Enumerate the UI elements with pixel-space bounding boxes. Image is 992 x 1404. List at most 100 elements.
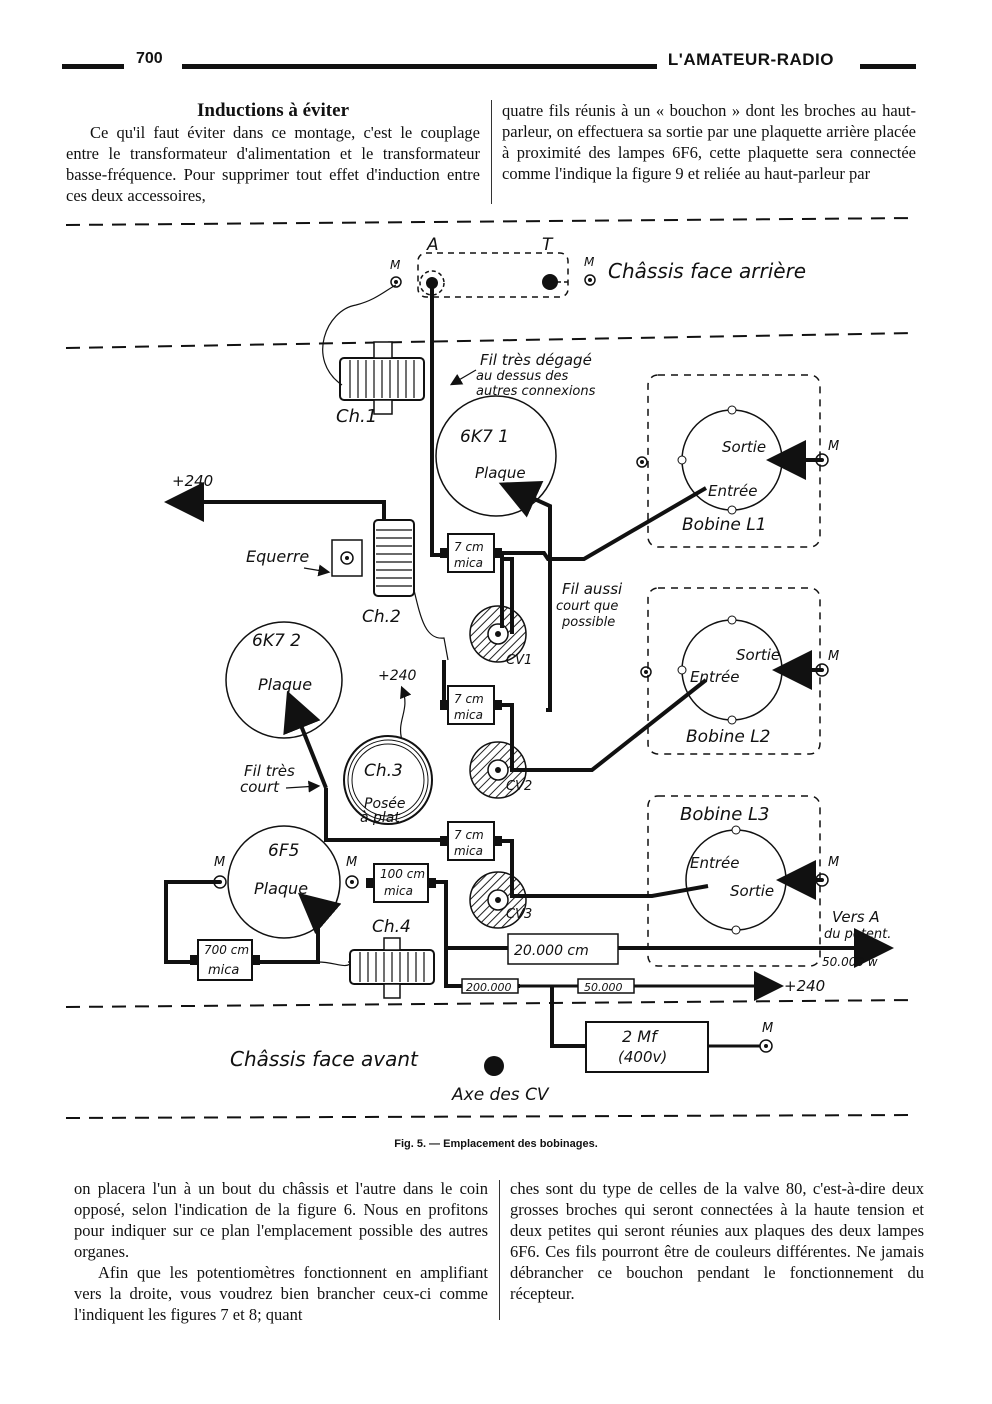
header-rule-left [62,64,124,69]
coil-l3 [647,795,829,967]
label-m-100cm: M [346,855,357,870]
label-r50000w: 50.000 w [822,955,878,969]
label-ch1: Ch.1 [336,406,377,427]
label-chassis-rear: Châssis face arrière [608,259,806,283]
label-mica100-bottom: mica [384,884,413,898]
label-l3-entree: Entrée [690,854,740,872]
label-tube-6f5: 6F5 [268,841,299,861]
label-m-l1: M [828,439,839,454]
label-ch3: Ch.3 [364,761,403,781]
note-fil-degage-3: autres connexions [476,384,596,399]
label-bobine-l1: Bobine L1 [682,515,767,535]
top-right-paragraph: quatre fils réunis à un « bouchon » dont… [502,101,916,183]
choke-ch4 [349,937,435,999]
figure-5: A T M M Châssis face arrière Ch.1 Fil tr… [56,210,936,1140]
bracket-equerre [331,539,363,577]
label-plaque-3: Plaque [254,879,308,898]
label-2mf-1: 2 Mf [622,1027,659,1046]
equerre-arrow [303,564,331,577]
lead-to-plaque-1 [498,481,552,712]
top-column-rule [491,100,492,204]
wiring-diagram: A T M M Châssis face arrière Ch.1 Fil tr… [65,217,917,1119]
top-left-paragraph: Ce qu'il faut éviter dans ce montage, c'… [66,123,480,205]
resistor-50000 [577,978,635,994]
choke-ch1 [339,341,425,415]
label-m-rear-right: M [584,255,595,269]
label-mica100-top: 100 cm [380,867,425,881]
bottom-column-rule [499,1180,500,1320]
label-mica7-1-top: 7 cm [454,540,484,554]
capacitor-mica-7cm-1 [440,533,502,573]
label-ch2: Ch.2 [362,607,401,627]
label-l2-entree: Entrée [690,668,740,686]
bottom-left-column: on placera l'un à un bout du châssis et … [74,1178,488,1325]
tube-6k7-2 [225,621,343,739]
ch1-flying-lead [322,284,397,386]
top-right-column: quatre fils réunis à un « bouchon » dont… [502,100,916,184]
cv-axis-dot [484,1056,504,1076]
label-mica7-3-top: 7 cm [454,828,484,842]
transformer-ch3 [343,735,433,825]
tube-6f5 [227,825,341,939]
label-cv1: CV1 [506,653,532,668]
lead-mica700-to-ch4 [317,961,354,967]
terminal-m-100cm-dot [350,880,354,884]
label-plus240-bottom: +240 [784,977,825,995]
header-rule-middle [182,64,657,69]
bottom-left-paragraph-2: Afin que les potentiomètres fonctionnent… [74,1263,488,1324]
note-fil-degage-arrow [449,369,477,386]
label-ch3-note-2: à plat [360,810,400,826]
label-mica7-2-top: 7 cm [454,692,484,706]
label-bobine-l3: Bobine L3 [680,804,769,825]
terminal-m-100cm [345,875,359,889]
label-l1-entree: Entrée [708,482,758,500]
label-axe-cv: Axe des CV [451,1085,550,1105]
journal-title: L'AMATEUR-RADIO [667,50,834,69]
lead-mica2-to-l2 [502,678,708,772]
note-fil-tres-court-1: Fil très [244,762,295,780]
label-vers-a-2: du potent. [824,927,891,942]
rear-jack-panel [390,252,596,298]
label-a: A [426,235,439,255]
label-m-l2: M [828,649,839,664]
label-cv3: CV3 [506,907,532,922]
label-equerre: Equerre [246,547,309,566]
top-left-column: Inductions à éviter Ce qu'il faut éviter… [66,100,480,206]
note-fil-aussi-1: Fil aussi [562,580,623,598]
label-cv2: CV2 [506,779,532,794]
label-m-rear-left: M [390,258,401,272]
note-fil-degage-1: Fil très dégagé [480,351,592,369]
label-tube-6k7-2: 6K7 2 [252,631,301,651]
section-heading: Inductions à éviter [197,100,349,121]
lead-mica700-to-plaque3 [260,892,342,964]
lead-6f5-to-mica700 [164,880,220,964]
figure-caption: Fig. 5. — Emplacement des bobinages. [394,1138,598,1150]
label-plus240-left: +240 [172,472,213,490]
capacitor-mica-100cm [366,863,436,903]
label-tube-6k7-1: 6K7 1 [460,427,509,447]
label-plus240-ch3: +240 [378,668,417,684]
label-mica7-bottom-1: mica [454,556,483,570]
lead-to-2mf [550,986,586,1048]
lead-mica3-to-l3 [502,839,709,898]
capacitor-mica-700cm [190,939,260,981]
label-m-2mf: M [762,1021,773,1036]
bottom-right-column: ches sont du type de celles de la valve … [510,1178,924,1304]
resistor-20000 [507,933,619,965]
label-m-l3: M [828,855,839,870]
coil-l1 [636,374,829,548]
label-l1-sortie: Sortie [722,438,766,456]
header-rule-right [860,64,916,69]
ch2-lead [413,589,449,661]
label-r50000: 50.000 [584,981,623,994]
choke-ch2 [373,519,415,597]
note-fil-degage-2: au dessus des [476,369,569,384]
bottom-right-paragraph: ches sont du type de celles de la valve … [510,1179,924,1303]
label-mica700-bottom: mica [208,963,239,978]
lead-ch3-to-mica3 [324,788,448,842]
coil-l2 [640,587,829,755]
note-fil-aussi-3: possible [561,615,615,630]
lead-mica1-to-cv1 [500,553,514,634]
label-r20000: 20.000 cm [514,943,589,959]
label-ch3-note-1: Posée [364,796,406,812]
